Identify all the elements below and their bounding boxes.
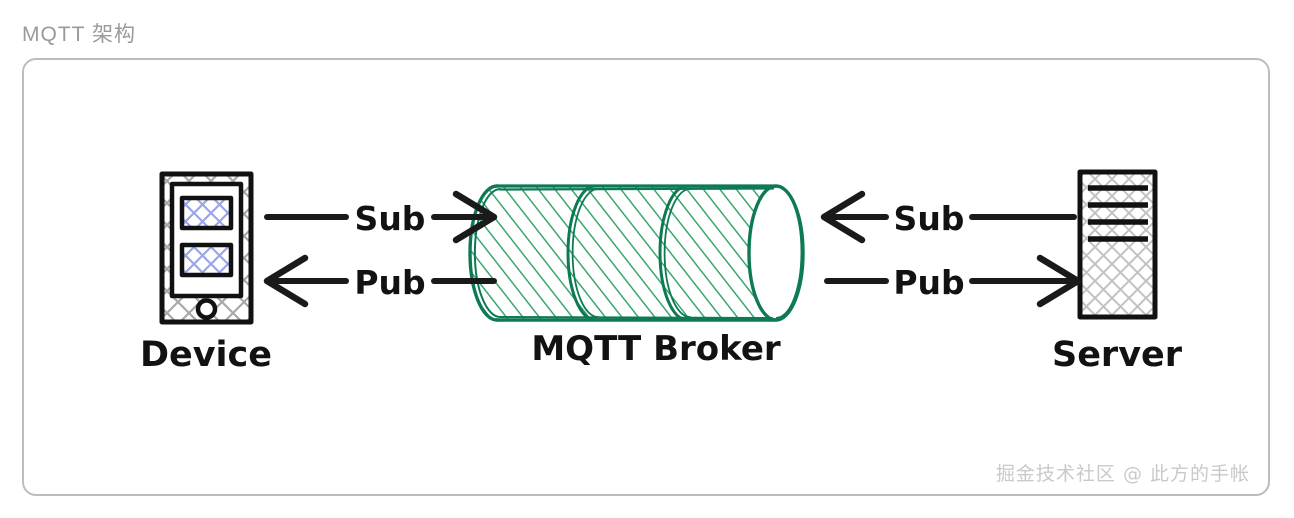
diagram-canvas-card: Device (22, 58, 1270, 496)
page-title: MQTT 架构 (22, 23, 136, 46)
edge-device-sub[interactable]: Sub (264, 190, 498, 244)
node-label-device: Device (140, 335, 272, 375)
node-device[interactable]: Device (140, 171, 272, 375)
node-label-broker: MQTT Broker (531, 329, 781, 369)
architecture-diagram: Device (140, 169, 1183, 375)
node-broker[interactable]: MQTT Broker (468, 184, 805, 369)
edge-label-server-sub: Sub (894, 199, 965, 238)
cylinder-database-icon (468, 184, 805, 322)
smartphone-icon (159, 171, 254, 325)
node-label-server: Server (1052, 335, 1183, 375)
edge-server-sub[interactable]: Sub (820, 190, 1077, 244)
edge-label-device-sub: Sub (355, 199, 426, 238)
edge-device-pub[interactable]: Pub (263, 254, 497, 308)
edge-label-server-pub: Pub (893, 263, 964, 302)
node-server[interactable]: Server (1052, 169, 1183, 375)
server-rack-icon (1077, 169, 1158, 320)
watermark: 掘金技术社区 @ 此方的手帐 (995, 463, 1250, 485)
edge-label-device-pub: Pub (354, 263, 425, 302)
edge-server-pub[interactable]: Pub (824, 254, 1082, 308)
